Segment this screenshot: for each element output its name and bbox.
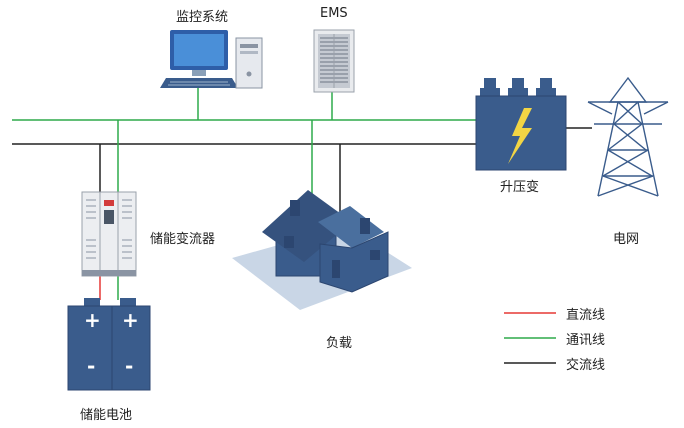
pcs-cabinet-icon: [81, 191, 137, 277]
pcs-label: 储能变流器: [150, 232, 216, 247]
load-label: 负载: [326, 336, 353, 351]
transformer-label: 升压变: [500, 180, 540, 195]
battery-plus-right: +: [122, 308, 139, 332]
grid-tower-icon: [587, 76, 669, 197]
legend-comm-label: 通讯线: [566, 333, 606, 348]
transformer-icon: [475, 78, 567, 171]
legend-dc-label: 直流线: [566, 308, 606, 323]
battery-icon: [67, 298, 151, 391]
ems-cabinet-icon: [313, 29, 355, 93]
legend-ac-label: 交流线: [566, 358, 606, 373]
battery-minus-left: -: [87, 354, 96, 378]
monitor-computer-icon: [160, 30, 263, 89]
battery-plus-left: +: [84, 308, 101, 332]
ems-label: EMS: [320, 6, 348, 21]
load-house-icon: [232, 190, 412, 310]
battery-minus-right: -: [125, 354, 134, 378]
battery-label: 储能电池: [80, 408, 133, 423]
grid-label: 电网: [613, 232, 640, 247]
monitoring-label: 监控系统: [176, 10, 229, 25]
